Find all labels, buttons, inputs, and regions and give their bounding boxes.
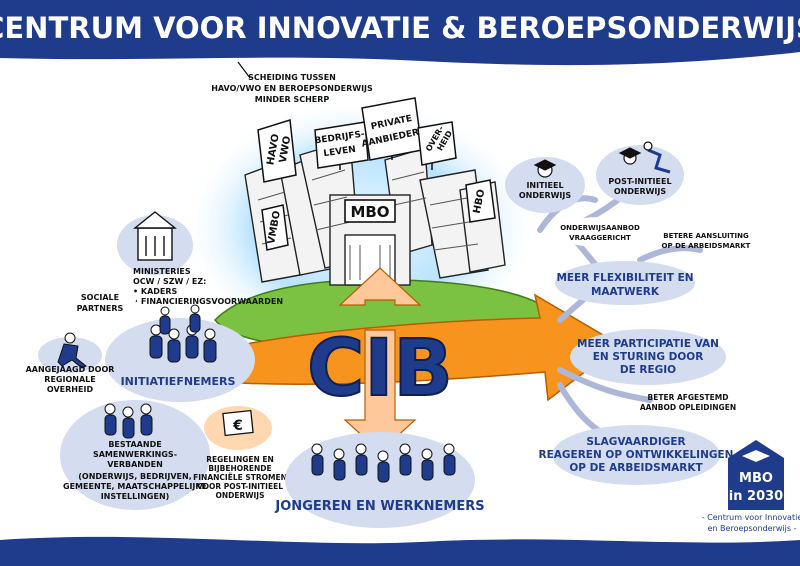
slagvaardiger-bubble <box>552 425 720 485</box>
euro-document-icon: € <box>222 409 254 437</box>
svg-text:FINANCIËLE STROMEN: FINANCIËLE STROMEN <box>193 473 287 482</box>
mbo-2030-logo: MBO in 2030 <box>728 440 784 510</box>
running-graduate-icon <box>618 141 671 174</box>
sociale-partners-label: SOCIALE <box>81 293 119 302</box>
footer-line2: en Beroepsonderwijs - <box>708 524 797 533</box>
ministeries-label: MINISTERIES OCW / SZW / EZ: • KADERS • F… <box>133 267 283 306</box>
slagvaardiger-label: SLAGVAARDIGER <box>586 436 685 448</box>
svg-text:PARTNERS: PARTNERS <box>77 304 124 313</box>
sign-bedrijfsleven: BEDRIJFS- LEVEN <box>314 121 369 170</box>
samenwerking-bubble <box>60 400 210 510</box>
svg-text:ONDERWIJS: ONDERWIJS <box>215 491 264 500</box>
svg-text:HBO: HBO <box>472 188 488 214</box>
samenwerking-label: BESTAANDE SAMENWERKINGS- VERBANDEN (ONDE… <box>63 440 207 501</box>
sign-havo: HAVO <box>265 133 281 166</box>
regionale-overheid-label: AANGEJAAGD DOOR REGIONALE OVERHEID <box>26 365 115 394</box>
svg-text:INSTELLINGEN): INSTELLINGEN) <box>101 492 170 501</box>
people-group-icon <box>149 304 217 363</box>
vraaggericht-label: ONDERWIJSAANBOD <box>560 224 640 232</box>
svg-text:€: € <box>232 418 243 434</box>
sign-private-aanbieders: PRIVATE AANBIEDERS <box>361 97 426 161</box>
svg-text:MINDER SCHERP: MINDER SCHERP <box>255 95 330 104</box>
svg-text:OVERHEID: OVERHEID <box>47 385 94 394</box>
crowd-icon <box>311 443 456 483</box>
svg-text:ONDERWIJS: ONDERWIJS <box>519 191 572 200</box>
svg-text:(ONDERWIJS, BEDRIJVEN,: (ONDERWIJS, BEDRIJVEN, <box>78 472 192 481</box>
svg-text:MINISTERIES: MINISTERIES <box>133 267 191 276</box>
aansluiting-label: BETERE AANSLUITING <box>663 232 749 240</box>
mbo-sign-label: MBO <box>350 203 389 221</box>
graduation-cap-icon <box>533 159 557 178</box>
svg-text:REGELINGEN EN: REGELINGEN EN <box>206 455 274 464</box>
sign-hbo: HBO <box>465 179 496 223</box>
building-windows <box>257 169 479 280</box>
svg-text:REGIONALE: REGIONALE <box>44 375 95 384</box>
sociale-partners-bubble <box>64 282 136 318</box>
svg-text:EN STURING DOOR: EN STURING DOOR <box>593 351 704 363</box>
participatie-bubble <box>570 329 726 385</box>
svg-text:OP DE ARBEIDSMARKT: OP DE ARBEIDSMARKT <box>662 242 751 250</box>
svg-text:• FINANCIERINGSVOORWAARDEN: • FINANCIERINGSVOORWAARDEN <box>133 297 283 306</box>
runner-icon <box>38 332 102 373</box>
ministry-building-icon <box>117 211 193 275</box>
initieel-bubble <box>505 157 585 213</box>
svg-text:VERBANDEN: VERBANDEN <box>107 460 163 469</box>
header-title: CENTRUM VOOR INNOVATIE & BEROEPSONDERWIJ… <box>0 11 800 45</box>
logo-line2: in 2030 <box>729 489 783 504</box>
post-initieel-label: POST-INITIEEL <box>608 177 671 186</box>
svg-text:LEVEN: LEVEN <box>323 145 357 159</box>
sign-havo-vwo: HAVO VWO <box>257 119 297 183</box>
jongeren-label: JONGEREN EN WERKNEMERS <box>274 499 484 514</box>
regelingen-label: REGELINGEN EN BIJBEHORENDE FINANCIËLE ST… <box>193 455 287 500</box>
post-initieel-bubble <box>596 145 684 205</box>
svg-text:AANBOD OPLEIDINGEN: AANBOD OPLEIDINGEN <box>640 403 736 412</box>
footer-band <box>0 536 800 566</box>
svg-text:OCW / SZW / EZ:: OCW / SZW / EZ: <box>133 277 206 286</box>
svg-text:VRAAGGERICHT: VRAAGGERICHT <box>569 234 631 242</box>
svg-text:REAGEREN OP ONTWIKKELINGEN: REAGEREN OP ONTWIKKELINGEN <box>539 449 734 461</box>
sign-vwo: VWO <box>278 135 294 164</box>
afgestemd-label: BETER AFGESTEMD <box>647 393 728 402</box>
svg-text:BIJBEHORENDE: BIJBEHORENDE <box>208 464 271 473</box>
svg-text:DE REGIO: DE REGIO <box>620 364 676 376</box>
svg-text:ONDERWIJS: ONDERWIJS <box>614 187 667 196</box>
svg-text:BESTAANDE: BESTAANDE <box>108 440 161 449</box>
mbo-sign <box>344 199 396 223</box>
svg-text:SCHEIDING TUSSEN: SCHEIDING TUSSEN <box>248 73 336 82</box>
svg-text:VOOR POST-INITIEEL: VOOR POST-INITIEEL <box>197 482 283 491</box>
header-band <box>0 0 800 66</box>
svg-text:GEMEENTE, MAATSCHAPPELIJKE: GEMEENTE, MAATSCHAPPELIJKE <box>63 482 207 491</box>
flexibiliteit-label: MEER FLEXIBILITEIT EN <box>556 272 693 284</box>
svg-text:OP DE ARBEIDSMARKT: OP DE ARBEIDSMARKT <box>569 462 703 474</box>
footer-line1: - Centrum voor Innovatie <box>702 513 800 522</box>
flexibiliteit-bubble <box>555 261 695 305</box>
participatie-label: MEER PARTICIPATIE VAN <box>577 338 719 350</box>
sign-vmbo: VMBO <box>261 204 289 251</box>
sign-overheid: OVER- HEID <box>417 121 457 170</box>
note-scheiding: SCHEIDING TUSSEN HAVO/VWO EN BEROEPSONDE… <box>211 61 373 104</box>
svg-text:• KADERS: • KADERS <box>133 287 178 296</box>
vraaggericht-bubble <box>554 217 646 247</box>
initieel-label: INITIEEL <box>526 181 563 190</box>
logo-line1: MBO <box>739 471 773 486</box>
svg-text:HAVO/VWO EN BEROEPSONDERWIJS: HAVO/VWO EN BEROEPSONDERWIJS <box>211 84 373 93</box>
initiatiefnemers-label: INITIATIEFNEMERS <box>121 375 236 388</box>
svg-text:AANGEJAAGD DOOR: AANGEJAAGD DOOR <box>26 365 115 374</box>
cib-label: CIB <box>307 324 453 414</box>
collaboration-people-icon <box>104 403 153 439</box>
svg-text:SAMENWERKINGS-: SAMENWERKINGS- <box>93 450 177 459</box>
svg-text:MAATWERK: MAATWERK <box>591 286 660 298</box>
